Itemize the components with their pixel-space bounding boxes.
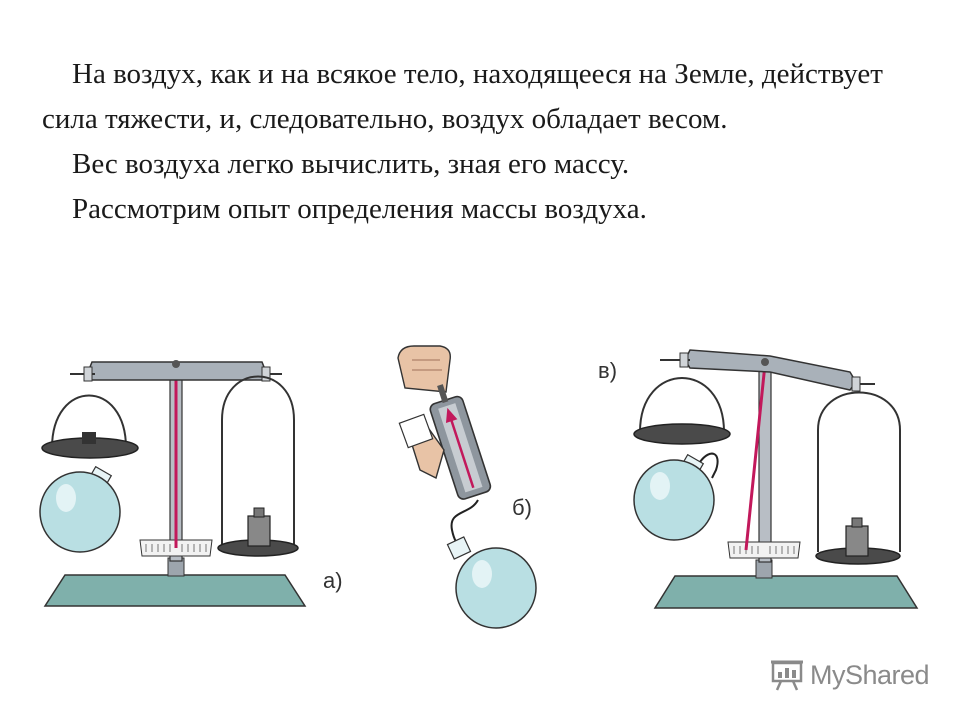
flask-a: [39, 465, 121, 553]
scale-pivot-v: [761, 358, 769, 366]
scale-v: в): [598, 349, 919, 609]
scale-base-a: [43, 574, 307, 607]
sleeve-cuff: [398, 413, 434, 449]
scale-a: а): [39, 360, 343, 607]
scale-dial-v: [727, 541, 801, 559]
paragraph-1: На воздух, как и на всякое тело, находящ…: [42, 58, 883, 135]
scale-hanger-right-a: [221, 375, 295, 544]
scale-hanger-right-v: [817, 391, 901, 552]
scale-pan-left-v: [633, 423, 731, 445]
label-a: а): [323, 568, 343, 593]
flask-v: [633, 452, 719, 541]
label-v: в): [598, 358, 617, 383]
pump-arrow: [449, 418, 475, 489]
watermark-text: MyShared: [810, 659, 930, 690]
scale-hanger-left-a: [51, 394, 127, 449]
paragraph-2: Вес воздуха легко вычислить, зная его ма…: [72, 148, 630, 180]
scale-pointer-v: [744, 363, 767, 551]
hand-top: [397, 345, 451, 393]
scale-hanger-left-v: [639, 377, 725, 433]
slide-body: На воздух, как и на всякое тело, находящ…: [42, 52, 902, 232]
flask-b: [446, 536, 537, 629]
label-b: б): [512, 495, 532, 520]
scale-pivot-a: [172, 360, 180, 368]
watermark-logo: MyShared: [770, 658, 930, 692]
paragraph-3: Рассмотрим опыт определения массы воздух…: [72, 193, 647, 225]
weight-v: [845, 525, 869, 557]
weight-a: [247, 515, 271, 547]
scale-post-foot-v: [755, 559, 773, 579]
scale-base-v: [653, 575, 919, 609]
presentation-board-icon: [771, 660, 803, 691]
pump-b: б): [397, 345, 537, 629]
